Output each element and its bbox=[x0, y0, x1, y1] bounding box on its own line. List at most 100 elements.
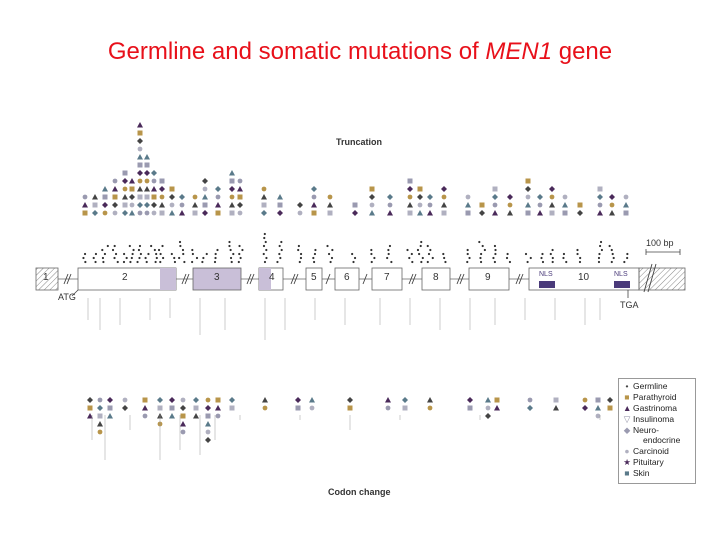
germline-dot bbox=[494, 248, 497, 252]
germline-dot bbox=[183, 260, 186, 264]
mutation-symbol bbox=[237, 186, 243, 192]
mutation-symbol bbox=[607, 405, 613, 411]
germline-dot bbox=[406, 248, 409, 252]
germline-dot bbox=[420, 240, 423, 244]
germline-dot bbox=[264, 240, 267, 244]
germline-dot bbox=[131, 252, 134, 256]
germline-dot bbox=[237, 260, 240, 264]
mutation-symbol bbox=[297, 210, 303, 216]
mutation-symbol bbox=[229, 202, 235, 208]
parathyroid-icon: ■ bbox=[624, 392, 630, 402]
mutation-symbol bbox=[137, 130, 143, 136]
germline-dot bbox=[599, 240, 603, 244]
mutation-symbol bbox=[112, 194, 118, 200]
mutation-symbol bbox=[102, 210, 108, 216]
germline-dot bbox=[330, 256, 334, 260]
mutation-symbol bbox=[82, 194, 88, 200]
mutation-symbol bbox=[151, 170, 157, 176]
mutation-symbol bbox=[137, 138, 143, 144]
mutation-symbol bbox=[193, 413, 199, 419]
germline-dot bbox=[370, 260, 373, 264]
germline-dot bbox=[102, 260, 105, 264]
germline-dot bbox=[136, 260, 139, 264]
mutation-symbol bbox=[142, 397, 148, 403]
mutation-symbol bbox=[427, 202, 433, 208]
germline-dot bbox=[299, 256, 303, 260]
mutation-symbol bbox=[417, 202, 423, 208]
germline-dot bbox=[388, 244, 392, 248]
mutation-symbol bbox=[441, 202, 447, 208]
mutation-symbol bbox=[465, 194, 471, 200]
germline-dot bbox=[202, 256, 205, 260]
mutation-symbol bbox=[137, 210, 143, 216]
mutation-symbol bbox=[494, 397, 500, 403]
mutation-symbol bbox=[385, 405, 391, 411]
mutation-symbol bbox=[122, 397, 128, 403]
germline-dot bbox=[492, 256, 495, 260]
mutation-symbol bbox=[180, 421, 186, 427]
mutation-symbol bbox=[144, 178, 150, 184]
mutation-symbol bbox=[215, 397, 221, 403]
mutation-symbol bbox=[169, 186, 175, 192]
mutation-symbol bbox=[369, 186, 375, 192]
mutation-symbol bbox=[122, 202, 128, 208]
germline-dot bbox=[443, 256, 446, 260]
gastrinoma-icon: ▲ bbox=[623, 403, 632, 413]
germline-dot bbox=[297, 244, 300, 248]
mutation-symbol bbox=[352, 210, 358, 216]
germline-dot bbox=[279, 256, 282, 260]
germline-dot bbox=[597, 256, 601, 260]
mutation-symbol bbox=[169, 397, 175, 403]
germline-dot bbox=[540, 256, 543, 260]
germline-dot bbox=[173, 256, 176, 260]
germline-dot bbox=[562, 256, 565, 260]
germline-dot bbox=[84, 260, 87, 264]
mutation-symbol bbox=[192, 194, 198, 200]
mutation-symbol bbox=[553, 397, 559, 403]
mutation-symbol bbox=[144, 186, 150, 192]
mutation-symbol bbox=[311, 202, 317, 208]
germline-icon: • bbox=[625, 381, 629, 391]
germline-dot bbox=[551, 260, 554, 264]
germline-dot bbox=[408, 256, 411, 260]
germline-dot bbox=[314, 248, 317, 252]
atg-tick bbox=[71, 289, 79, 297]
title-suffix: gene bbox=[552, 38, 613, 65]
mutation-symbol bbox=[311, 186, 317, 192]
germline-dot bbox=[351, 252, 354, 256]
germline-dot bbox=[579, 256, 582, 260]
mutation-symbol bbox=[180, 397, 186, 403]
neuroendocrine-icon: ◆ bbox=[623, 425, 631, 435]
germline-dot bbox=[263, 236, 266, 240]
mutation-symbol bbox=[261, 210, 267, 216]
germline-dot bbox=[228, 244, 231, 248]
germline-dot bbox=[429, 248, 432, 252]
mutation-symbol bbox=[492, 202, 498, 208]
mutation-symbol bbox=[525, 178, 531, 184]
germline-dot bbox=[94, 260, 97, 264]
mutation-symbol bbox=[215, 202, 221, 208]
germline-dot bbox=[232, 252, 235, 256]
mutation-symbol bbox=[129, 194, 135, 200]
mutation-symbol bbox=[485, 405, 491, 411]
germline-dot bbox=[137, 248, 141, 252]
mutation-symbol bbox=[202, 178, 208, 184]
mutation-symbol bbox=[485, 397, 491, 403]
germline-dot bbox=[352, 260, 355, 264]
germline-dot bbox=[101, 248, 104, 252]
mutation-symbol bbox=[595, 397, 601, 403]
germline-dot bbox=[386, 256, 389, 260]
germline-dot bbox=[416, 248, 420, 252]
germline-dot bbox=[101, 256, 105, 260]
germline-dot bbox=[181, 248, 185, 252]
germline-dot bbox=[157, 248, 161, 252]
mutation-symbol bbox=[107, 397, 113, 403]
germline-dot bbox=[598, 252, 601, 256]
mutation-symbol bbox=[609, 210, 615, 216]
germline-dot bbox=[191, 260, 194, 264]
germline-dot bbox=[182, 252, 185, 256]
mutation-symbol bbox=[562, 194, 568, 200]
mutation-symbol bbox=[159, 186, 165, 192]
legend-skin: ■Skin bbox=[624, 468, 650, 478]
mutation-symbol bbox=[623, 202, 629, 208]
